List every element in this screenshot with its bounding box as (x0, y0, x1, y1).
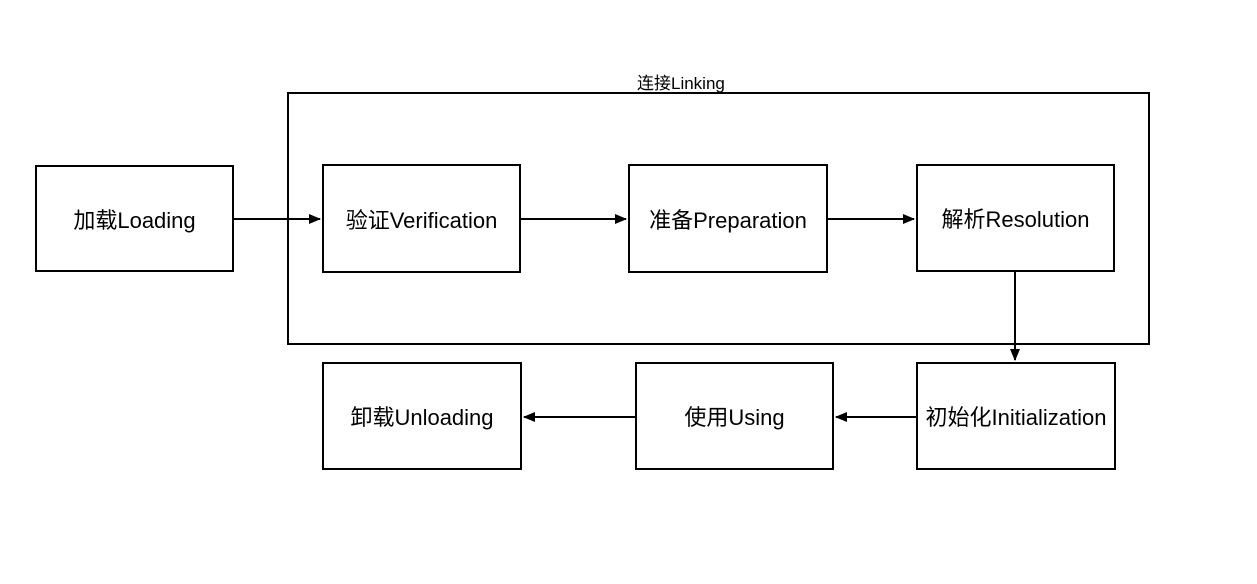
node-preparation: 准备Preparation (628, 164, 828, 273)
node-initialization: 初始化Initialization (916, 362, 1116, 470)
linking-group-label: 连接Linking (637, 74, 725, 93)
node-loading: 加载Loading (35, 165, 234, 272)
node-resolution: 解析Resolution (916, 164, 1115, 272)
node-using: 使用Using (635, 362, 834, 470)
node-verification: 验证Verification (322, 164, 521, 273)
node-unloading: 卸载Unloading (322, 362, 522, 470)
